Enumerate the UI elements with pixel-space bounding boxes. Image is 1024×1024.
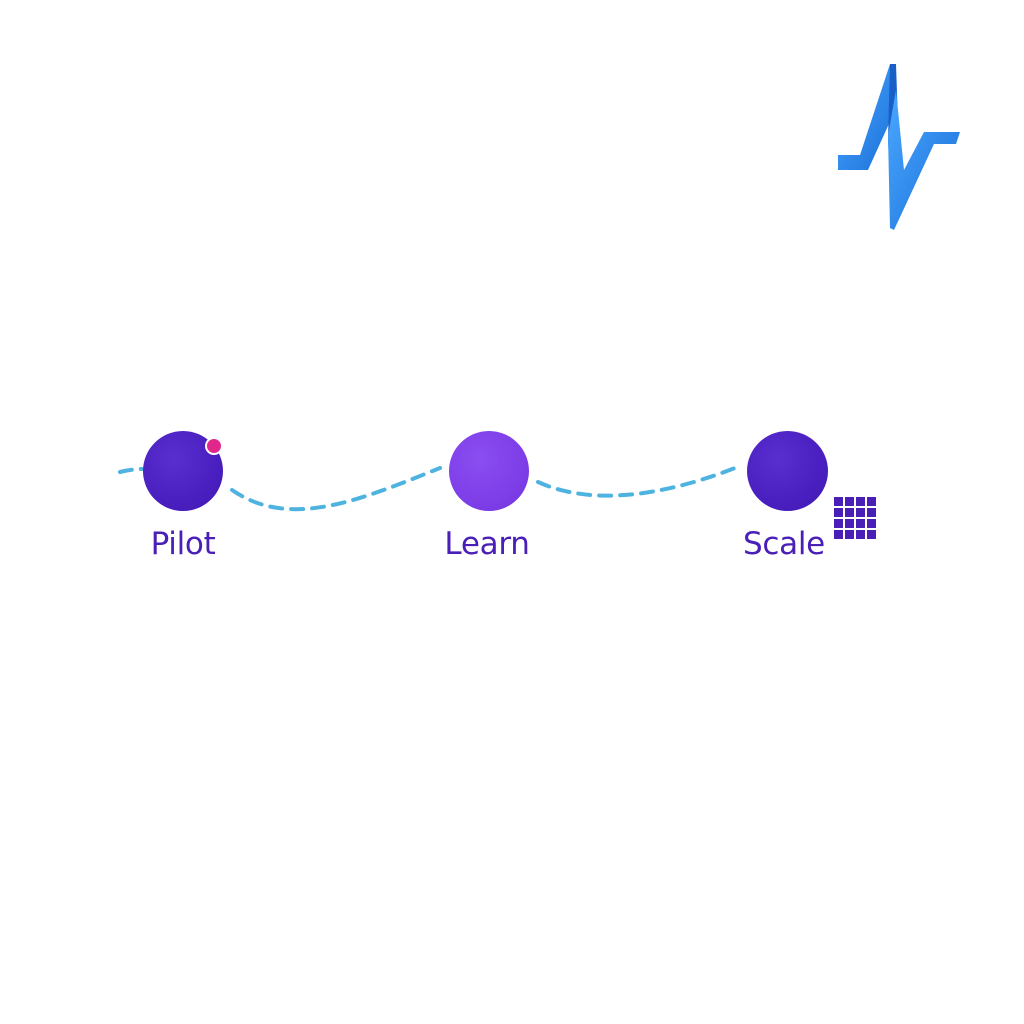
notification-dot-icon — [205, 437, 223, 455]
connector-learn-scale — [536, 464, 742, 498]
step-node-learn — [449, 431, 529, 511]
zigzag-logo-icon — [838, 64, 960, 230]
step-node-scale — [747, 431, 828, 511]
connector-lead-in — [118, 467, 144, 474]
step-label-scale: Scale — [743, 526, 825, 562]
connector-pilot-learn — [230, 466, 442, 512]
logo-stroke-right — [888, 90, 960, 230]
logo-stroke-left — [838, 64, 896, 170]
grid-icon — [834, 497, 876, 539]
step-label-pilot: Pilot — [150, 526, 216, 562]
step-label-learn: Learn — [444, 526, 530, 562]
